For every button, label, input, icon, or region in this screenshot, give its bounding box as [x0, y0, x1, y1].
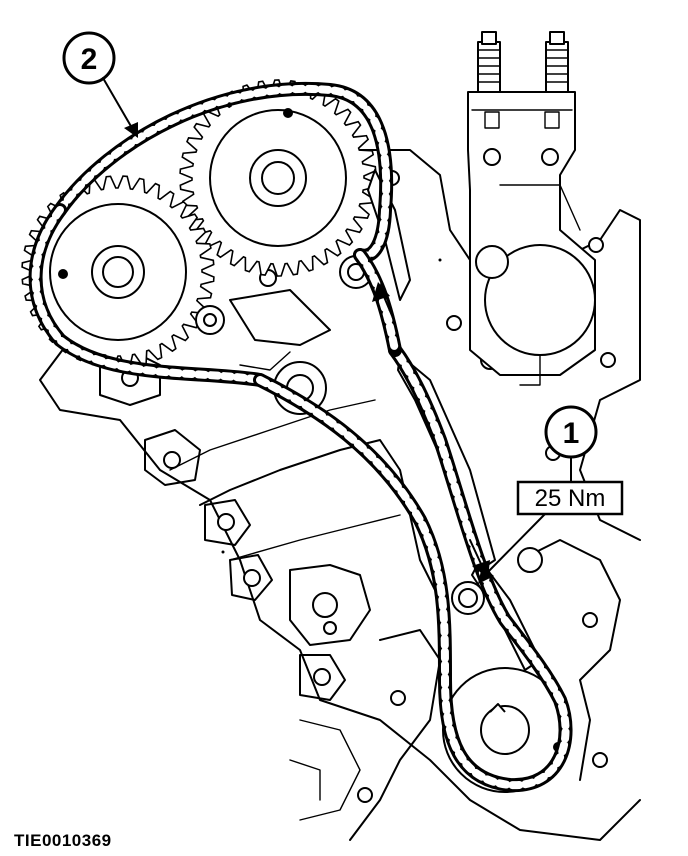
torque-label: 25 Nm [535, 485, 606, 512]
camshaft-sprockets [21, 79, 377, 369]
callout-2-circle [62, 31, 116, 85]
torque-box [516, 480, 624, 516]
crankshaft-sprocket [442, 667, 568, 793]
figure-id-label: TIE0010369 [14, 831, 112, 850]
callout-2-number: 2 [81, 43, 98, 76]
pump-housing [467, 31, 596, 386]
callout-1: 1 25 Nm [478, 405, 624, 584]
callout-1-number: 1 [563, 417, 580, 450]
upper-timing-chain [28, 81, 394, 387]
callout-2: 2 [62, 31, 138, 138]
